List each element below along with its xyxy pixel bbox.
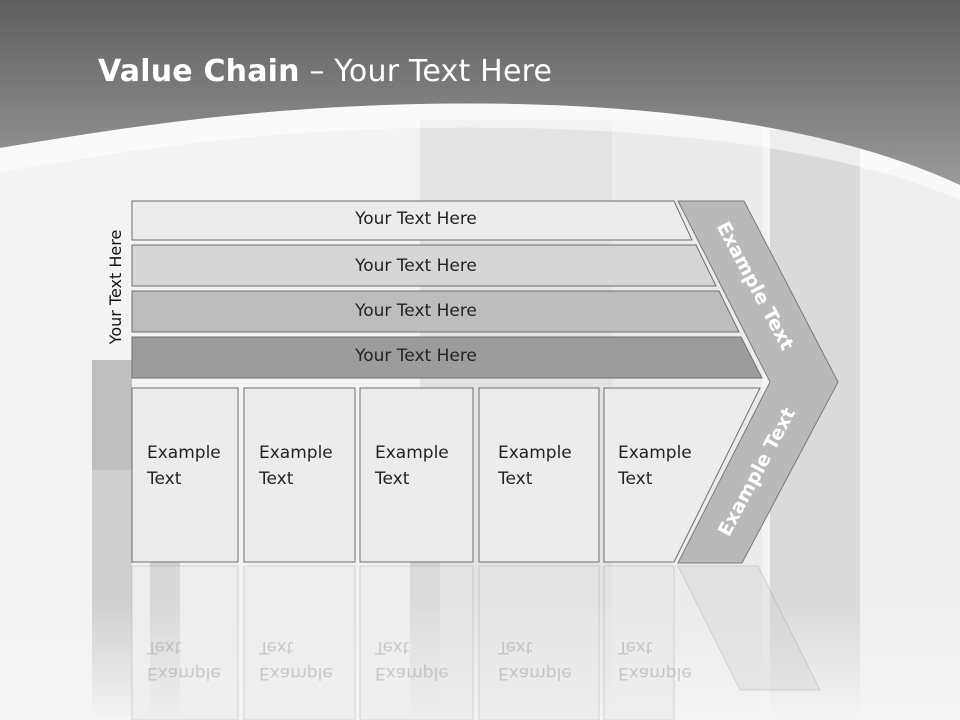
bar-label-3: Your Text Here [355, 301, 477, 321]
box-text-5-reflection-line1: Example [618, 663, 692, 683]
bar-label-2: Your Text Here [355, 256, 477, 276]
bar-2 [131, 244, 717, 287]
box-text-3-reflection-line2: Text [375, 637, 410, 657]
box-text-1-reflection-line2: Text [147, 637, 182, 657]
bar-label-4: Your Text Here [355, 346, 477, 366]
box-text-5-line2: Text [618, 469, 653, 489]
box-text-2-reflection-line2: Text [259, 637, 294, 657]
reflection-group [131, 565, 821, 720]
activity-box-3 [359, 387, 474, 563]
box-text-1-line1: Example [147, 443, 221, 463]
activity-box-4 [478, 387, 600, 563]
box-text-3-reflection: Example Text [375, 634, 465, 686]
bar-4 [131, 336, 763, 379]
box-text-4-line2: Text [498, 469, 533, 489]
box-text-5-reflection-line2: Text [618, 637, 653, 657]
value-chain-arrow [677, 200, 839, 564]
bar-1 [131, 200, 693, 241]
box-text-3-reflection-line1: Example [375, 663, 449, 683]
bar-label-1: Your Text Here [355, 209, 477, 229]
slide-title-bold: Value Chain [98, 54, 300, 89]
box-text-4-reflection-line1: Example [498, 663, 572, 683]
box-text-2-line2: Text [259, 469, 294, 489]
box-text-1-reflection: Example Text [147, 634, 237, 686]
bar-3 [131, 290, 740, 333]
box-text-2-line1: Example [259, 443, 333, 463]
box-text-5-reflection: Example Text [618, 634, 708, 686]
slide-title: Value Chain – Your Text Here [98, 54, 552, 89]
box-text-4-reflection: Example Text [498, 634, 588, 686]
box-text-2-reflection-line1: Example [259, 663, 333, 683]
box-text-5-line1: Example [618, 443, 692, 463]
side-label: Your Text Here [106, 229, 125, 345]
activity-box-2 [243, 387, 356, 563]
box-text-4-reflection-line2: Text [498, 637, 533, 657]
box-text-3-line1: Example [375, 443, 449, 463]
activity-box-1 [131, 387, 239, 563]
box-text-2-reflection: Example Text [259, 634, 349, 686]
box-text-4-line1: Example [498, 443, 572, 463]
header-band [0, 0, 960, 185]
activity-box-5 [603, 387, 761, 563]
box-text-3-line2: Text [375, 469, 410, 489]
box-text-1-reflection-line1: Example [147, 663, 221, 683]
header-curve-highlight [0, 103, 960, 200]
box-text-1-line2: Text [147, 469, 182, 489]
slide-title-rest: – Your Text Here [299, 54, 553, 89]
